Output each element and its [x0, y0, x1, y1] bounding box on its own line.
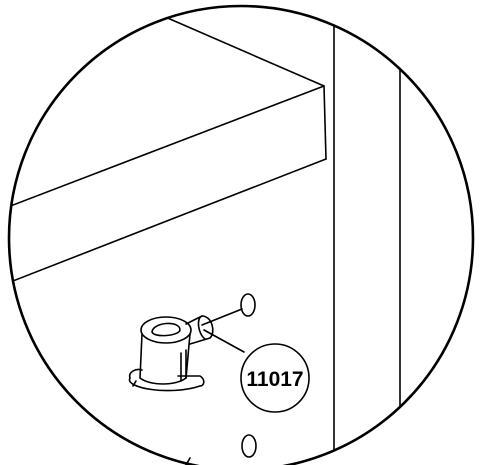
- insertion-guide-line: [201, 308, 243, 326]
- side-panel: [333, 6, 401, 465]
- detail-view: 11017: [9, 6, 401, 465]
- lower-mounting-hole: [241, 434, 257, 458]
- callout-circle: [240, 343, 310, 413]
- callout-leader-line: [203, 329, 245, 353]
- detail-circle-outline: [7, 4, 475, 465]
- shelf-support-peg: [128, 315, 214, 392]
- part-number-label: 11017: [246, 368, 303, 391]
- mounting-hole: [240, 293, 256, 317]
- shelf-board: [9, 6, 327, 287]
- detail-leader-tail: [185, 457, 191, 465]
- part-number-callout: 11017: [240, 343, 310, 413]
